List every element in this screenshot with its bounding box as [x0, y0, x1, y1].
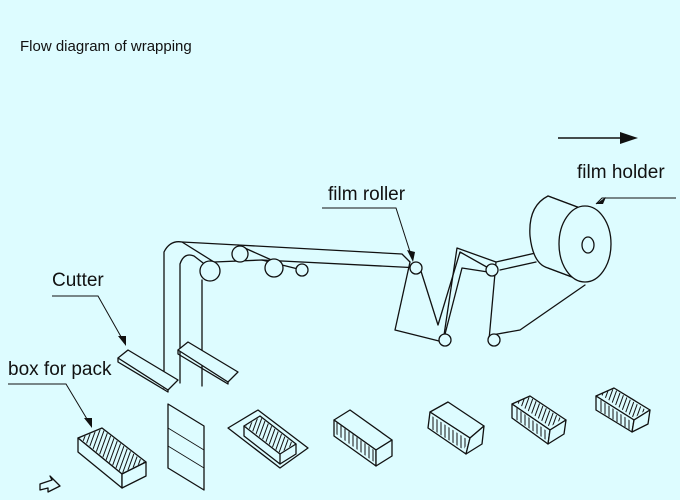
film-roller-label: film roller — [328, 184, 406, 205]
label-pointers — [8, 197, 676, 428]
diagram-title: Flow diagram of wrapping — [20, 38, 192, 55]
cutter-label: Cutter — [52, 270, 104, 291]
box-for-pack — [77, 427, 147, 489]
box-for-pack-label: box for pack — [8, 359, 112, 380]
pack-stage-3 — [427, 401, 485, 455]
film-holder-roll — [529, 195, 612, 283]
film-web — [163, 231, 586, 389]
pack-stage-1 — [227, 409, 309, 469]
film-rollers — [199, 245, 501, 347]
feed-arrow-icon — [39, 475, 61, 493]
film-sheet — [167, 403, 205, 491]
pack-stage-5 — [595, 387, 651, 433]
cutter-blades — [117, 341, 239, 393]
pack-stage-2 — [333, 409, 393, 467]
film-holder-label: film holder — [577, 162, 665, 183]
direction-arrow — [558, 132, 638, 144]
pack-stage-4 — [511, 395, 567, 445]
